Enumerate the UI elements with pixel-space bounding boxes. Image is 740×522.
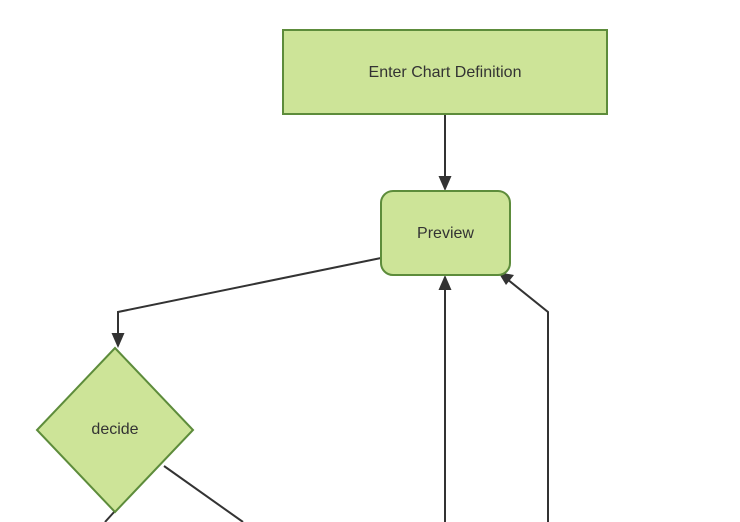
node-label-preview: Preview <box>417 225 474 242</box>
edge-bottom-center-to-preview[interactable] <box>438 275 452 522</box>
node-label-decide: decide <box>91 421 138 438</box>
node-decide[interactable]: decide <box>35 346 195 514</box>
arrow-head-icon <box>438 176 452 191</box>
edge-decide-bottom-left[interactable] <box>104 510 116 522</box>
edge-line <box>104 510 116 522</box>
edge-bottom-right-to-preview[interactable] <box>498 272 549 522</box>
edge-decide-bottom-right[interactable] <box>163 465 244 522</box>
edge-line <box>117 257 382 337</box>
edge-preview-to-decide[interactable] <box>111 257 382 348</box>
edge-line <box>163 465 244 522</box>
node-shape-rectangle <box>282 29 608 115</box>
arrow-head-icon <box>438 275 452 290</box>
node-shape-rounded-rectangle <box>380 190 511 276</box>
node-enter-chart-definition[interactable]: Enter Chart Definition <box>282 29 608 115</box>
node-layer: Enter Chart Definition Preview decide <box>35 29 608 514</box>
arrow-head-icon <box>111 333 125 348</box>
edge-layer <box>104 114 549 522</box>
node-preview[interactable]: Preview <box>380 190 511 276</box>
node-shape-diamond <box>35 346 195 514</box>
edge-line <box>506 278 549 522</box>
edge-enter-to-preview[interactable] <box>438 114 452 191</box>
node-label-enter-chart-definition: Enter Chart Definition <box>369 64 522 81</box>
